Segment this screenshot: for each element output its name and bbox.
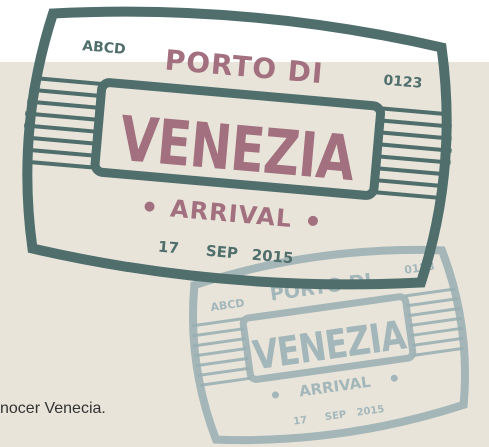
front-code-right: 0123 bbox=[383, 73, 423, 92]
back-code-left: ABCD bbox=[210, 296, 246, 314]
stamp-back: ABCD 0123 PORTO DI VENEZIA ARRIVAL 17 SE… bbox=[189, 245, 469, 445]
back-status: ARRIVAL bbox=[298, 373, 372, 401]
front-day: 17 bbox=[157, 238, 179, 258]
caption-text: nocer Venecia. bbox=[0, 400, 106, 417]
back-dot-left bbox=[271, 391, 279, 399]
front-month: SEP bbox=[205, 242, 238, 263]
front-header: PORTO DI bbox=[163, 43, 324, 90]
front-code-left: ABCD bbox=[82, 38, 127, 58]
front-dot-right bbox=[307, 215, 318, 226]
left-stripes-front bbox=[23, 75, 103, 170]
front-city: VENEZIA bbox=[117, 104, 358, 196]
back-year: 2015 bbox=[356, 404, 385, 419]
front-year: 2015 bbox=[251, 246, 294, 268]
back-dot-right bbox=[390, 374, 398, 382]
caption-fragment bbox=[0, 426, 10, 446]
front-dot-left bbox=[144, 201, 155, 212]
front-status: ARRIVAL bbox=[169, 194, 293, 233]
left-stripes-back bbox=[191, 317, 252, 387]
right-stripes-front bbox=[373, 106, 452, 201]
back-day: 17 bbox=[293, 415, 308, 428]
right-stripes-back bbox=[404, 287, 464, 357]
back-month: SEP bbox=[324, 409, 347, 423]
stamp-front: ABCD 0123 PORTO DI VENEZIA ARRIVAL 17 SE… bbox=[22, 6, 452, 290]
